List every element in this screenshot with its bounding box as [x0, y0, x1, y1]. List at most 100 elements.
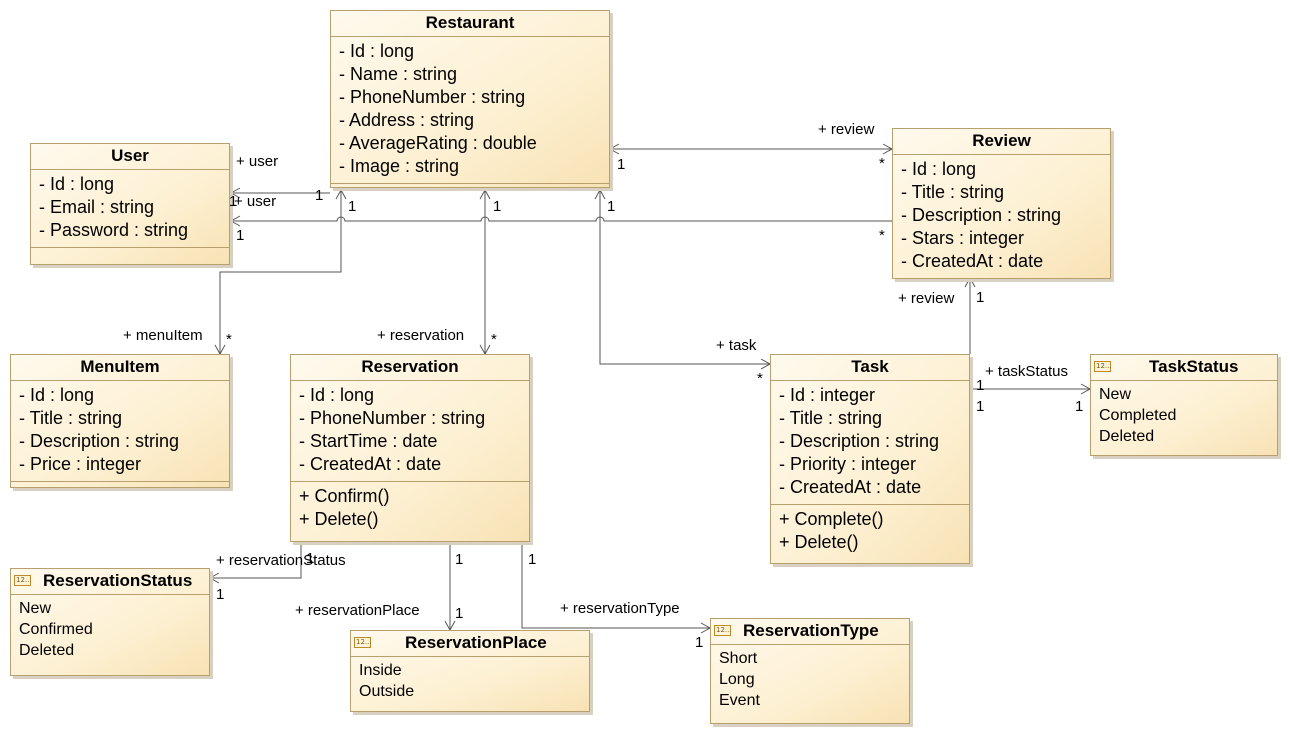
enum-name: 12... TaskStatus [1091, 355, 1277, 381]
enum-literal: Long [719, 671, 755, 688]
arrowhead [335, 188, 347, 200]
assoc-restaurant-task [599, 190, 770, 365]
attribute: - Price : integer [19, 454, 142, 474]
class-review[interactable]: Review - Id : long - Title : string - De… [892, 128, 1111, 279]
attribute: - Description : string [779, 431, 940, 451]
attribute: - CreatedAt : date [299, 454, 442, 474]
arrowhead [208, 572, 220, 584]
attribute: - Id : long [901, 159, 977, 179]
multiplicity-label: 1 [306, 550, 315, 567]
attributes-compartment: - Id : integer - Title : string - Descri… [771, 381, 969, 505]
multiplicity-label: 1 [216, 586, 225, 603]
arrowhead [229, 215, 241, 227]
attribute: - Id : long [339, 41, 415, 61]
multiplicity-label: * [226, 331, 232, 348]
attributes-compartment: - Id : long - Name : string - PhoneNumbe… [331, 37, 609, 184]
class-task[interactable]: Task - Id : integer - Title : string - D… [770, 354, 970, 564]
class-name: Reservation [291, 355, 529, 381]
multiplicity-label: 1 [695, 634, 704, 651]
multiplicity-label: 1 [493, 198, 502, 215]
multiplicity-label: 1 [348, 198, 357, 215]
enum-literal: Short [719, 650, 758, 667]
multiplicity-label: 1 [1075, 398, 1084, 415]
operation: + Delete() [779, 532, 859, 552]
class-reservation[interactable]: Reservation - Id : long - PhoneNumber : … [290, 354, 530, 542]
multiplicity-label: 1 [455, 551, 464, 568]
role-label: + taskStatus [985, 363, 1068, 380]
enum-literal: Completed [1099, 407, 1177, 424]
multiplicity-label: 1 [455, 605, 464, 622]
class-restaurant[interactable]: Restaurant - Id : long - Name : string -… [330, 10, 610, 188]
enumeration-icon: 12... [714, 625, 732, 636]
attributes-compartment: - Id : long - Title : string - Descripti… [893, 155, 1110, 279]
enum-literal: New [1099, 386, 1132, 403]
assoc-reservation-status [210, 542, 302, 579]
role-label: + review [818, 121, 875, 138]
multiplicity-label: * [491, 331, 497, 348]
attribute: - Name : string [339, 64, 458, 84]
assoc-review-user [231, 216, 892, 222]
enum-literal: New [19, 600, 52, 617]
multiplicity-label: 1 [617, 156, 626, 173]
attribute: - Address : string [339, 110, 475, 130]
role-label: + menuItem [123, 327, 203, 344]
enum-taskstatus[interactable]: 12... TaskStatus New Completed Deleted [1090, 354, 1278, 456]
role-label: + reservation [377, 327, 465, 344]
literals-compartment: New Completed Deleted [1091, 381, 1277, 452]
multiplicity-label: 1 [976, 377, 985, 394]
multiplicity-label: * [879, 155, 885, 172]
assoc-restaurant-menuitem [219, 190, 342, 354]
operation: + Delete() [299, 509, 379, 529]
role-label: + user [234, 193, 277, 210]
enum-name: 12... ReservationType [711, 619, 909, 645]
attribute: - PhoneNumber : string [339, 87, 526, 107]
operation: + Confirm() [299, 486, 390, 506]
attribute: - Email : string [39, 197, 155, 217]
role-label: + reservationPlace [295, 602, 420, 619]
class-name: Review [893, 129, 1110, 155]
role-label: + user [236, 153, 279, 170]
attribute: - CreatedAt : date [901, 251, 1044, 271]
literals-compartment: Short Long Event [711, 645, 909, 716]
attribute: - StartTime : date [299, 431, 438, 451]
attribute: - Priority : integer [779, 454, 917, 474]
operation: + Complete() [779, 509, 884, 529]
multiplicity-label: 1 [229, 193, 238, 210]
enum-literal: Deleted [19, 642, 75, 659]
multiplicity-label: * [757, 370, 763, 387]
enum-reservationstatus[interactable]: 12... ReservationStatus New Confirmed De… [10, 568, 210, 676]
multiplicity-label: 1 [528, 551, 537, 568]
attribute: - CreatedAt : date [779, 477, 922, 497]
class-name: User [31, 144, 229, 170]
multiplicity-label: * [879, 227, 885, 244]
enum-reservationplace[interactable]: 12... ReservationPlace Inside Outside [350, 630, 590, 712]
enum-reservationtype[interactable]: 12... ReservationType Short Long Event [710, 618, 910, 724]
literals-compartment: Inside Outside [351, 657, 589, 707]
attribute: - Image : string [339, 156, 460, 176]
attribute: - Title : string [901, 182, 1005, 202]
multiplicity-label: 1 [976, 289, 985, 306]
attribute: - Description : string [19, 431, 180, 451]
arrowhead [229, 187, 241, 199]
attributes-compartment: - Id : long - Title : string - Descripti… [11, 381, 229, 482]
role-label: + review [898, 290, 955, 307]
role-label: + reservationType [560, 600, 680, 617]
enumeration-icon: 12... [14, 575, 32, 586]
attribute: - Id : integer [779, 385, 876, 405]
role-label: + reservationStatus [216, 552, 346, 569]
class-user[interactable]: User - Id : long - Email : string - Pass… [30, 143, 230, 265]
enum-name: 12... ReservationStatus [11, 569, 209, 595]
class-name: MenuItem [11, 355, 229, 381]
literals-compartment: New Confirmed Deleted [11, 595, 209, 666]
class-menuitem[interactable]: MenuItem - Id : long - Title : string - … [10, 354, 230, 488]
attribute: - Id : long [19, 385, 95, 405]
enum-literal: Inside [359, 662, 402, 679]
attribute: - Id : long [299, 385, 375, 405]
role-label: + task [716, 337, 757, 354]
arrowhead [594, 188, 606, 200]
attribute: - Description : string [901, 205, 1062, 225]
enumeration-icon: 12... [354, 637, 372, 648]
attributes-compartment: - Id : long - Email : string - Password … [31, 170, 229, 248]
attribute: - Title : string [779, 408, 883, 428]
enum-name: 12... ReservationPlace [351, 631, 589, 657]
